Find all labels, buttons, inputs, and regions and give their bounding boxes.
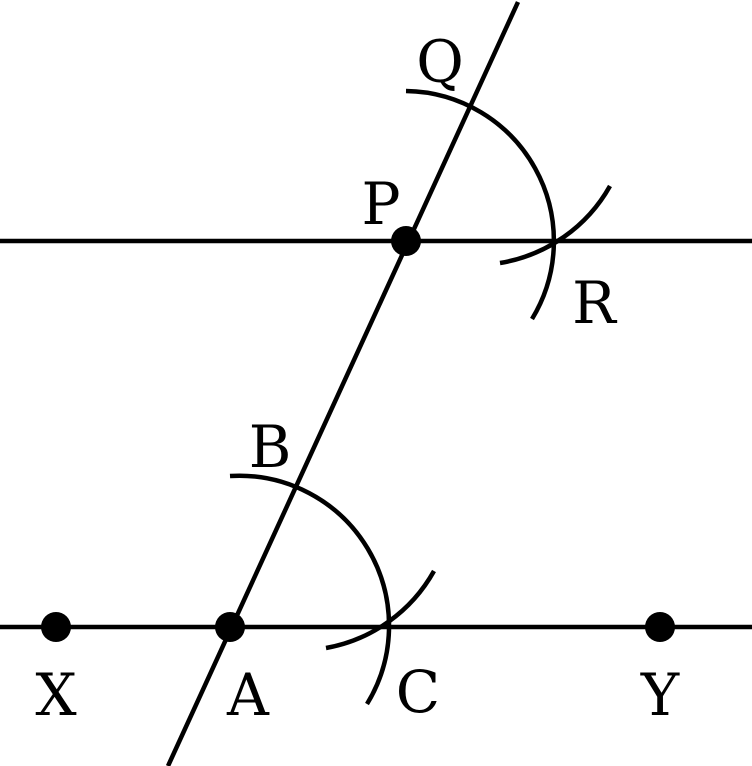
point-a: [215, 612, 245, 642]
point-p: [391, 226, 421, 256]
label-x: X: [35, 661, 77, 729]
label-y: Y: [640, 661, 680, 729]
arc-at-a: [229, 473, 392, 706]
label-r: R: [572, 269, 618, 337]
label-q: Q: [416, 28, 464, 96]
label-c: C: [396, 658, 440, 726]
point-x: [41, 612, 71, 642]
arc-cut-at-r: [499, 184, 612, 266]
transversal-line: [165, 1, 521, 766]
label-a: A: [226, 661, 270, 729]
point-y: [645, 612, 675, 642]
label-p: P: [361, 170, 400, 238]
arc-cut-at-c: [325, 569, 436, 651]
label-b: B: [249, 413, 292, 481]
arc-at-p: [405, 88, 557, 321]
